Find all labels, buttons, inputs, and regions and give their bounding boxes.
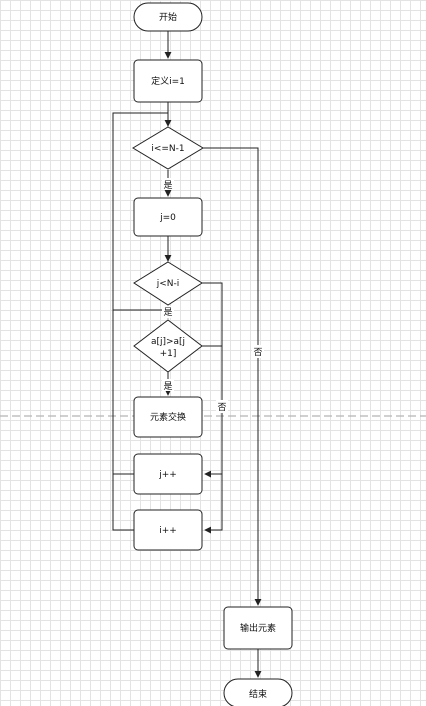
end-node[interactable]: 结束 <box>223 678 293 706</box>
output-label: 输出元素 <box>240 622 276 634</box>
inner-yes-label: 是 <box>163 307 172 318</box>
swap-node[interactable]: 元素交换 <box>133 396 203 438</box>
inc-i-node[interactable]: i++ <box>133 509 203 551</box>
inner-condition-label: j<N-i <box>156 279 180 289</box>
outer-condition-node[interactable]: i<=N-1 <box>132 126 204 170</box>
edge-ipp-loop <box>112 112 168 531</box>
compare-node[interactable]: a[j]>a[j +1] <box>133 319 203 373</box>
start-label: 开始 <box>159 11 177 23</box>
inner-no-label: 否 <box>217 402 226 413</box>
start-node[interactable]: 开始 <box>133 2 203 32</box>
define-i-node[interactable]: 定义i=1 <box>133 59 203 103</box>
swap-label: 元素交换 <box>150 411 186 423</box>
compare-label-line1: a[j]>a[j <box>151 337 185 347</box>
outer-condition-label: i<=N-1 <box>151 144 184 154</box>
init-j-node[interactable]: j=0 <box>133 197 203 237</box>
init-j-label: j=0 <box>159 213 176 223</box>
inc-j-label: j++ <box>158 470 177 480</box>
output-node[interactable]: 输出元素 <box>223 606 293 650</box>
inc-i-label: i++ <box>159 526 177 536</box>
edge-labels: 是 是 是 否 否 <box>162 178 264 413</box>
inc-j-node[interactable]: j++ <box>133 453 203 495</box>
compare-label-line2: +1] <box>160 349 177 359</box>
outer-no-label: 否 <box>253 347 262 358</box>
compare-yes-label: 是 <box>163 381 172 392</box>
inner-condition-node[interactable]: j<N-i <box>133 261 203 306</box>
edge-outer-no <box>203 147 262 606</box>
define-i-label: 定义i=1 <box>151 75 185 87</box>
outer-yes-label: 是 <box>163 180 172 191</box>
end-label: 结束 <box>249 688 267 700</box>
